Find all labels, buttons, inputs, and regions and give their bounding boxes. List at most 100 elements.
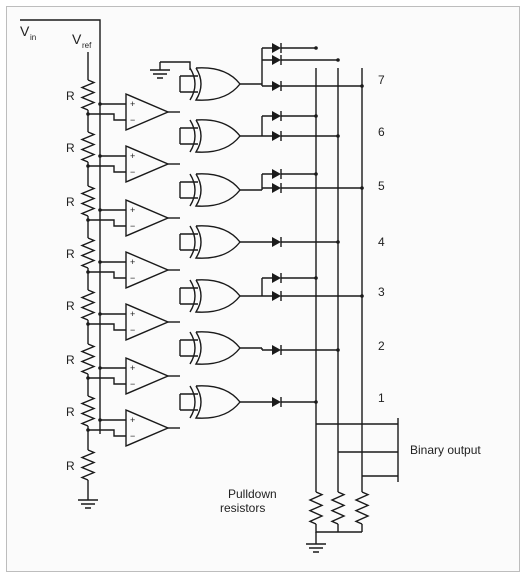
- diode: [272, 131, 282, 141]
- plus-sign: +: [130, 363, 135, 373]
- diode: [272, 345, 282, 355]
- ladder-resistor: [80, 131, 96, 163]
- diode: [272, 291, 282, 301]
- xor-gate: [179, 385, 262, 419]
- xor-gate: [179, 119, 262, 153]
- ladder-resistor: [80, 449, 96, 481]
- resistor-label: R: [66, 141, 75, 155]
- xor-gate: [179, 173, 262, 207]
- junction-dot: [86, 322, 90, 326]
- output-number-label: 2: [378, 339, 385, 353]
- diode-matrix: [261, 43, 364, 407]
- pulldown-resistor: [354, 491, 370, 525]
- comparator: +−: [86, 198, 180, 238]
- junction-dot: [98, 154, 102, 158]
- output-bus-lines: [315, 68, 363, 476]
- minus-sign: −: [130, 167, 135, 177]
- comparator: +−: [86, 144, 180, 184]
- output-number-label: 6: [378, 125, 385, 139]
- output-number-label: 1: [378, 391, 385, 405]
- resistor-label: R: [66, 195, 75, 209]
- plus-sign: +: [130, 99, 135, 109]
- resistor-label: R: [66, 405, 75, 419]
- xor-gate: [179, 331, 262, 365]
- junction-dot: [98, 102, 102, 106]
- junction-dot: [336, 58, 340, 62]
- junction-dot: [86, 428, 90, 432]
- binary-output-label: Binary output: [410, 443, 481, 457]
- vin-wire: [20, 19, 101, 434]
- resistor-label: R: [66, 299, 75, 313]
- junction-dot: [98, 366, 102, 370]
- output-labels: 7 6 5 4 3 2 1: [378, 73, 385, 405]
- ladder-resistor: [80, 185, 96, 217]
- plus-sign: +: [130, 205, 135, 215]
- comparator: +−: [86, 250, 180, 290]
- plus-sign: +: [130, 257, 135, 267]
- ladder-resistor: [80, 395, 96, 427]
- junction-dot: [98, 260, 102, 264]
- pulldown-resistors: [308, 476, 370, 525]
- junction-dot: [98, 208, 102, 212]
- pulldown-resistor: [308, 491, 324, 525]
- xor-gate: [179, 279, 262, 313]
- minus-sign: −: [130, 221, 135, 231]
- minus-sign: −: [130, 115, 135, 125]
- xor-gate-bank: [179, 67, 262, 419]
- plus-sign: +: [130, 309, 135, 319]
- vin-label: V: [20, 23, 30, 39]
- minus-sign: −: [130, 379, 135, 389]
- output-number-label: 4: [378, 235, 385, 249]
- diode: [272, 183, 282, 193]
- diagram-frame: [6, 6, 520, 572]
- ladder-resistor: [80, 343, 96, 375]
- junction-dot: [98, 312, 102, 316]
- plus-sign: +: [130, 415, 135, 425]
- diode: [272, 81, 282, 91]
- diode: [272, 273, 282, 283]
- junction-dot: [86, 270, 90, 274]
- pulldown-ground-icon: [306, 524, 363, 553]
- junction-dot: [98, 418, 102, 422]
- minus-sign: −: [130, 325, 135, 335]
- output-number-label: 3: [378, 285, 385, 299]
- junction-dot: [86, 376, 90, 380]
- comparator: +−: [86, 92, 180, 132]
- ladder-resistor: [80, 289, 96, 321]
- output-number-label: 7: [378, 73, 385, 87]
- xor-gate: [179, 225, 262, 259]
- plus-sign: +: [130, 151, 135, 161]
- junction-dot: [86, 218, 90, 222]
- resistor-label: R: [66, 247, 75, 261]
- comparator-bank: +−+−+−+−+−+−+−: [86, 92, 180, 448]
- ladder-resistor: [80, 237, 96, 269]
- vin-subscript: in: [30, 33, 36, 42]
- resistor-label: R: [66, 459, 75, 473]
- resistor-label: R: [66, 353, 75, 367]
- binary-output-bracket: [316, 418, 399, 482]
- junction-dot: [86, 164, 90, 168]
- comparator: +−: [86, 356, 180, 396]
- diode: [272, 169, 282, 179]
- pulldown-label-line2: resistors: [220, 501, 265, 515]
- diode: [272, 55, 282, 65]
- pulldown-label-line1: Pulldown: [228, 487, 277, 501]
- vref-subscript: ref: [82, 41, 92, 50]
- minus-sign: −: [130, 431, 135, 441]
- comparator: +−: [86, 302, 180, 342]
- comparator: +−: [86, 408, 180, 448]
- diode: [272, 237, 282, 247]
- diode: [272, 397, 282, 407]
- junction-dot: [314, 46, 318, 50]
- minus-sign: −: [130, 273, 135, 283]
- vref-label: V: [72, 31, 82, 47]
- ladder-resistor: [80, 79, 96, 111]
- junction-dot: [86, 112, 90, 116]
- output-number-label: 5: [378, 179, 385, 193]
- diode: [272, 111, 282, 121]
- pulldown-resistor: [330, 491, 346, 525]
- ladder-ground-icon: [78, 480, 98, 509]
- top-ground-icon: [150, 61, 191, 79]
